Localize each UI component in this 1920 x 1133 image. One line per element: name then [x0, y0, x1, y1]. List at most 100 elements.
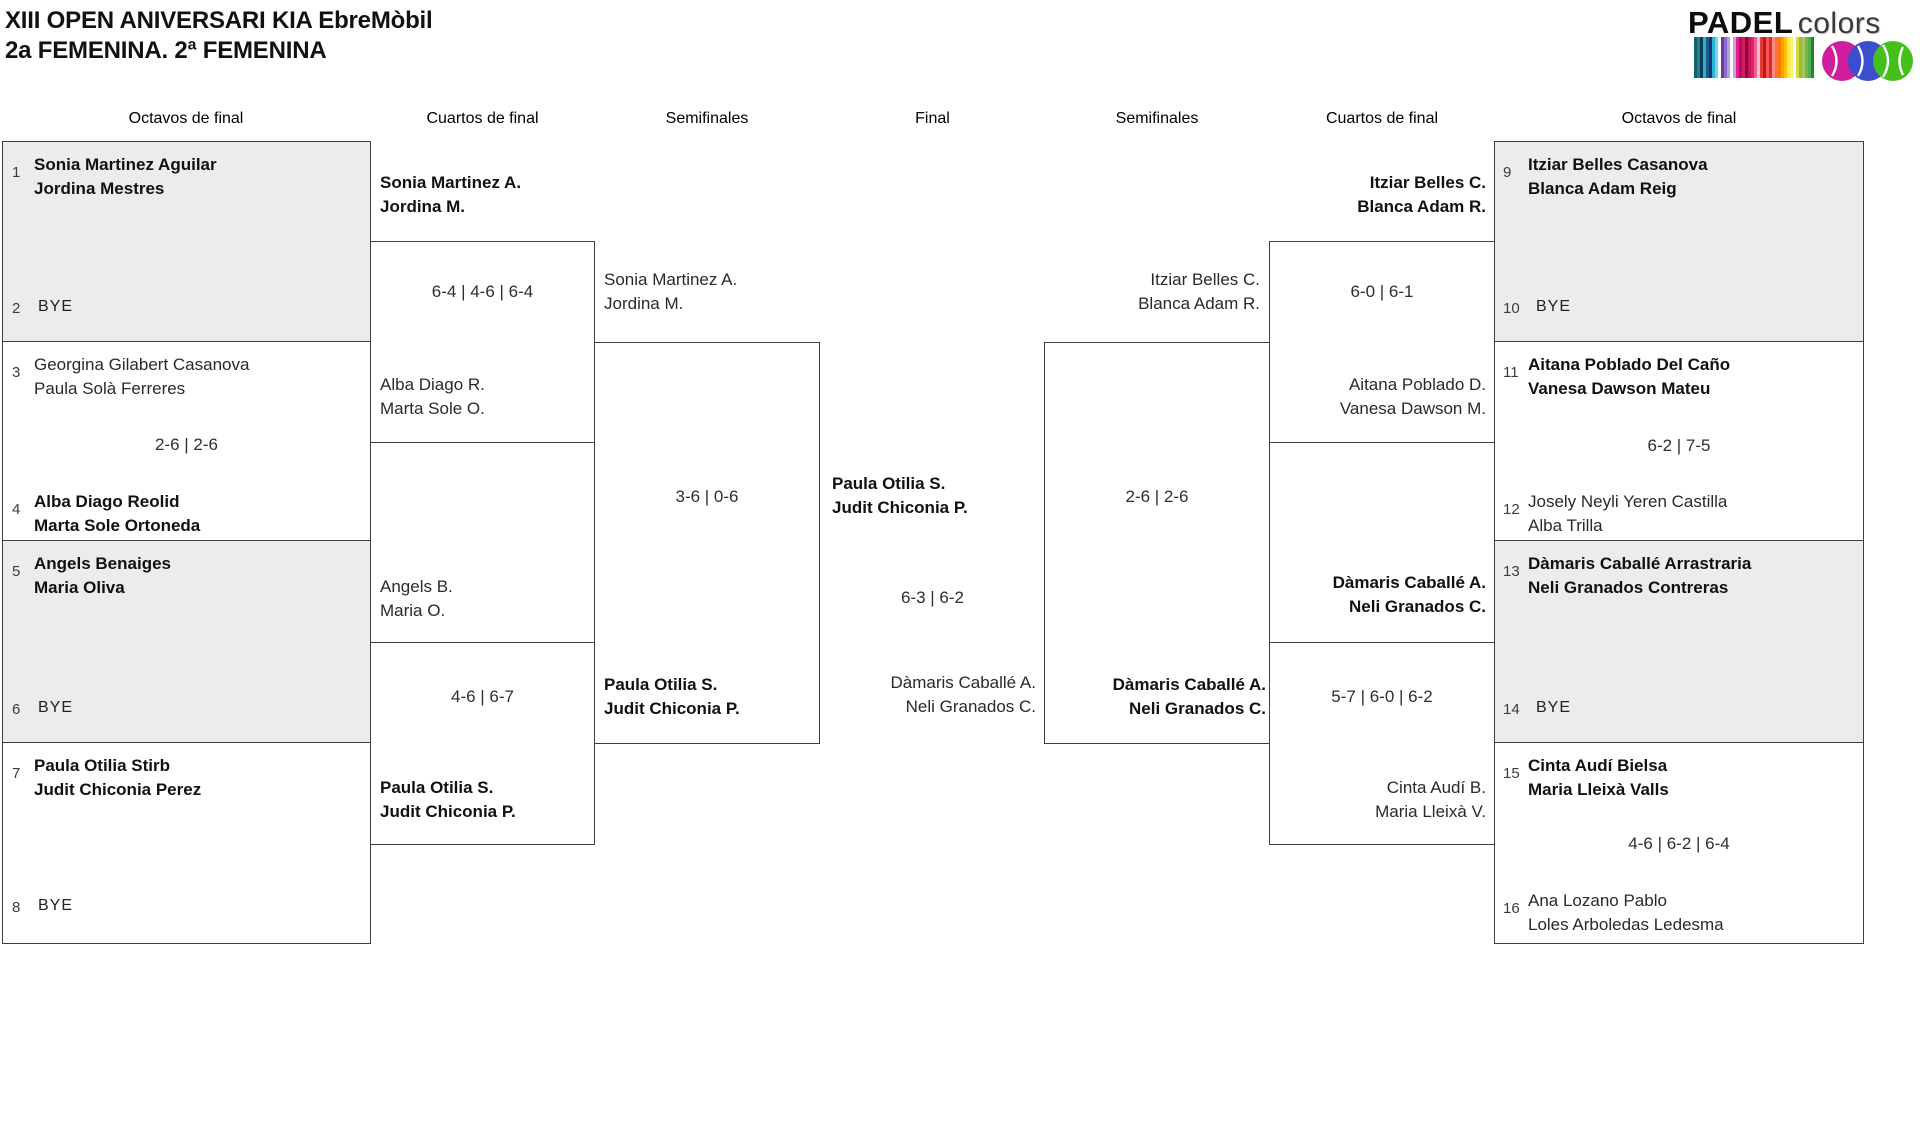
octavos-match-5-box: 9 Itziar Belles Casanova Blanca Adam Rei…: [1494, 141, 1864, 342]
match-score: 6-0 | 6-1: [1350, 282, 1414, 301]
team-names: Angels Benaiges Maria Oliva: [34, 552, 171, 600]
team-names: Sonia Martinez A. Jordina M.: [380, 171, 521, 219]
player-2: Maria Lleixà Valls: [1528, 780, 1669, 799]
bye-label: BYE: [38, 897, 74, 914]
player-1: Josely Neyli Yeren Castilla: [1528, 492, 1728, 511]
team-names: Paula Otilia S. Judit Chiconia P.: [380, 776, 516, 824]
column-header-cuartos-right: Cuartos de final: [1325, 110, 1439, 127]
player-1: Cinta Audí B.: [1386, 778, 1486, 797]
bye-label: BYE: [1536, 699, 1572, 716]
team-names: Itziar Belles C. Blanca Adam R.: [1046, 268, 1260, 316]
tournament-name: XIII OPEN ANIVERSARI KIA EbreMòbil: [5, 7, 433, 34]
seed-number: 12: [1503, 501, 1520, 518]
player-1: Sonia Martinez A.: [380, 173, 522, 192]
player-2: Judit Chiconia P.: [604, 699, 740, 718]
team-names: Angels B. Maria O.: [380, 575, 453, 623]
player-2: Neli Granados C.: [905, 697, 1036, 716]
player-2: Loles Arboledas Ledesma: [1528, 915, 1724, 934]
logo-barcode: [1694, 37, 1814, 78]
player-1: Dàmaris Caballé A.: [890, 673, 1036, 692]
team-names: Dàmaris Caballé A. Neli Granados C.: [1270, 571, 1486, 619]
player-2: Jordina M.: [604, 294, 684, 313]
player-1: Dàmaris Caballé A.: [1332, 573, 1486, 592]
team-names: Aitana Poblado D. Vanesa Dawson M.: [1270, 373, 1486, 421]
team-names: Dàmaris Caballé A. Neli Granados C.: [1046, 673, 1266, 721]
match-score: 6-4 | 4-6 | 6-4: [431, 282, 534, 301]
seed-number: 11: [1503, 364, 1519, 381]
team-names: Paula Otilia Stirb Judit Chiconia Perez: [34, 754, 201, 802]
seed-number: 8: [12, 899, 21, 916]
seed-number: 13: [1503, 563, 1520, 580]
team-names: Aitana Poblado Del Caño Vanesa Dawson Ma…: [1528, 353, 1730, 401]
team-names: Dàmaris Caballé Arrastraria Neli Granado…: [1528, 552, 1751, 600]
team-names: Itziar Belles Casanova Blanca Adam Reig: [1528, 153, 1708, 201]
match-score: 6-3 | 6-2: [900, 588, 964, 607]
seed-number: 2: [12, 300, 21, 317]
column-header-semis-right: Semifinales: [1115, 110, 1199, 127]
bye-label: BYE: [38, 298, 74, 315]
seed-number: 15: [1503, 765, 1520, 782]
player-2: Jordina M.: [380, 197, 466, 216]
player-1: Sonia Martinez Aguilar: [34, 155, 217, 174]
player-1: Alba Diago R.: [380, 375, 485, 394]
team-names: Alba Diago R. Marta Sole O.: [380, 373, 485, 421]
seed-number: 7: [12, 765, 21, 782]
seed-number: 9: [1503, 164, 1512, 181]
octavos-match-8-box: 15 Cinta Audí Bielsa Maria Lleixà Valls …: [1494, 742, 1864, 944]
padel-colors-logo: PADEL colors: [1688, 5, 1916, 81]
player-2: Vanesa Dawson Mateu: [1528, 379, 1711, 398]
player-1: Angels Benaiges: [34, 554, 171, 573]
team-names: Josely Neyli Yeren Castilla Alba Trilla: [1528, 490, 1727, 538]
column-header-semis-left: Semifinales: [665, 110, 749, 127]
player-1: Aitana Poblado Del Caño: [1528, 355, 1731, 374]
seed-number: 10: [1503, 300, 1520, 317]
player-2: Maria O.: [380, 601, 446, 620]
octavos-match-2-box: 3 Georgina Gilabert Casanova Paula Solà …: [2, 341, 371, 541]
player-1: Aitana Poblado D.: [1348, 375, 1486, 394]
octavos-match-1-box: 1 Sonia Martinez Aguilar Jordina Mestres…: [2, 141, 371, 342]
team-names: Georgina Gilabert Casanova Paula Solà Fe…: [34, 353, 249, 401]
match-score: 3-6 | 0-6: [675, 487, 739, 506]
player-2: Neli Granados C.: [1129, 699, 1266, 718]
semifinal-1-box: [594, 342, 820, 744]
player-2: Jordina Mestres: [34, 179, 165, 198]
octavos-match-7-box: 13 Dàmaris Caballé Arrastraria Neli Gran…: [1494, 540, 1864, 743]
bye-label: BYE: [1536, 298, 1572, 315]
player-1: Paula Otilia S.: [832, 474, 946, 493]
player-1: Ana Lozano Pablo: [1528, 891, 1667, 910]
column-header-octavos-right: Octavos de final: [1621, 110, 1737, 127]
player-1: Cinta Audí Bielsa: [1528, 756, 1668, 775]
semifinal-2-box: [1044, 342, 1270, 744]
column-header-final: Final: [915, 110, 950, 127]
seed-number: 16: [1503, 900, 1520, 917]
team-names: Paula Otilia S. Judit Chiconia P.: [604, 673, 740, 721]
player-2: Neli Granados C.: [1349, 597, 1486, 616]
player-1: Dàmaris Caballé A.: [1112, 675, 1266, 694]
player-2: Maria Oliva: [34, 578, 125, 597]
player-2: Judit Chiconia Perez: [34, 780, 202, 799]
match-score: 4-6 | 6-7: [450, 687, 514, 706]
player-2: Marta Sole Ortoneda: [34, 516, 201, 535]
team-names: Paula Otilia S. Judit Chiconia P.: [832, 472, 968, 520]
player-2: Maria Lleixà V.: [1375, 802, 1486, 821]
category-name: 2a FEMENINA. 2ª FEMENINA: [5, 37, 327, 64]
team-names: Sonia Martinez A. Jordina M.: [604, 268, 737, 316]
player-2: Neli Granados Contreras: [1528, 578, 1729, 597]
player-1: Paula Otilia Stirb: [34, 756, 171, 775]
seed-number: 14: [1503, 701, 1520, 718]
column-header-cuartos-left: Cuartos de final: [426, 110, 539, 127]
match-score: 5-7 | 6-0 | 6-2: [1331, 687, 1433, 706]
player-1: Itziar Belles Casanova: [1528, 155, 1708, 174]
team-names: Cinta Audí Bielsa Maria Lleixà Valls: [1528, 754, 1669, 802]
player-2: Paula Solà Ferreres: [34, 379, 186, 398]
team-names: Alba Diago Reolid Marta Sole Ortoneda: [34, 490, 200, 538]
team-names: Cinta Audí B. Maria Lleixà V.: [1270, 776, 1486, 824]
match-score: 6-2 | 7-5: [1647, 436, 1711, 455]
seed-number: 4: [12, 501, 21, 518]
octavos-match-6-box: 11 Aitana Poblado Del Caño Vanesa Dawson…: [1494, 341, 1864, 541]
seed-number: 3: [12, 364, 21, 381]
player-2: Blanca Adam R.: [1357, 197, 1486, 216]
player-1: Georgina Gilabert Casanova: [34, 355, 250, 374]
player-2: Vanesa Dawson M.: [1339, 399, 1486, 418]
player-2: Alba Trilla: [1528, 516, 1603, 535]
